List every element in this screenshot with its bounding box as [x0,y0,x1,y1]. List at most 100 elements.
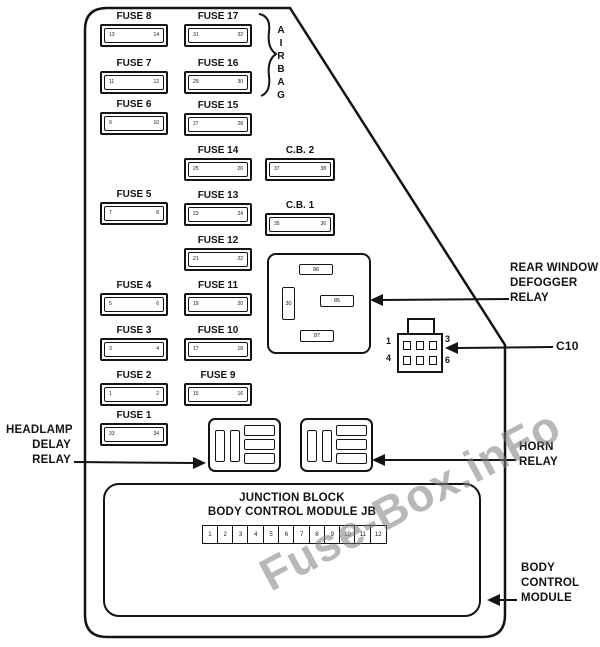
panel-outline [83,6,507,639]
fuse-label: FUSE 17 [197,11,239,22]
jb-terminal: 8 [308,525,326,544]
c10-connector: 1 3 4 6 [383,315,463,377]
relay-slot [244,425,275,436]
fuse-terminal: 4 [156,346,159,352]
breaker-terminal: 35 [274,221,280,227]
jb-terminal: 5 [262,525,280,544]
horn-relay [300,418,373,472]
relay-slot [244,439,275,450]
relay-slot [244,453,275,464]
fuse-label: FUSE 14 [197,145,239,156]
junction-block-title: JUNCTION BLOCK [239,492,345,504]
rear-defogger-arrow [370,294,510,306]
airbag-label: A I R B A G [274,24,288,102]
jb-terminal: 1 [201,525,219,544]
airbag-letter: R [277,51,285,62]
headlamp-delay-callout: HEADLAMP DELAY RELAY [6,423,73,468]
c10-connector-body [397,333,443,373]
c10-pin-number: 6 [445,355,451,365]
airbag-brace [258,13,278,97]
fuse-terminal: 10 [153,120,159,126]
fuse-label: FUSE 10 [197,325,239,336]
callout-line: DEFOGGER [510,277,578,289]
jb-terminal: 3 [232,525,249,544]
c10-callout: C10 [556,339,579,353]
fuse-terminal: 31 [193,32,199,38]
jb-terminal: 9 [323,525,341,544]
fuse-label: FUSE 1 [116,410,152,421]
fuse-17: FUSE 17 31 32 [184,11,252,47]
breaker-label: C.B. 2 [285,145,315,156]
fuse-terminal: 18 [237,346,243,352]
fuse-terminal: 8 [156,210,159,216]
fuse-terminal: 32 [237,32,243,38]
fuse-terminal: 20 [237,301,243,307]
breaker-body: 37 38 [265,158,335,181]
c10-arrow [445,342,554,354]
horn-relay-callout: HORN RELAY [519,440,558,470]
fuse-terminal: 19 [193,301,199,307]
c10-pin [429,341,437,350]
relay-pin-number: 86 [312,266,320,273]
headlamp-relay-arrow [73,457,206,469]
fuse-terminal: 14 [153,32,159,38]
fuse-terminal: 2 [156,391,159,397]
bcm-arrow [487,594,517,606]
relay-slot [230,430,240,462]
fuse-terminal: 16 [237,391,243,397]
relay-slot [307,430,317,462]
fuse-body: 31 32 [184,24,252,47]
junction-block: JUNCTION BLOCK BODY CONTROL MODULE JB 1 … [103,483,481,617]
headlamp-delay-relay [208,418,281,472]
airbag-letter: I [279,38,283,49]
breaker-terminal: 38 [320,166,326,172]
jb-terminal: 11 [354,525,372,544]
fuse-label: FUSE 13 [197,190,239,201]
relay-slot: 85 [320,295,354,307]
junction-block-subtitle: BODY CONTROL MODULE JB [207,506,377,518]
fuse-label: FUSE 7 [116,58,152,69]
relay-slot [322,430,332,462]
fuse-label: FUSE 12 [197,235,239,246]
jb-terminal: 7 [293,525,311,544]
fuse-label: FUSE 8 [116,11,152,22]
fuse-terminal: 27 [193,121,199,127]
airbag-letter: A [277,25,285,36]
bcm-callout: BODY CONTROL MODULE [521,561,579,606]
c10-pin [429,356,437,365]
callout-line: REAR WINDOW [510,262,599,274]
fuse-label: FUSE 16 [197,58,239,69]
breaker-terminal: 37 [274,166,280,172]
relay-slot [336,439,367,450]
fuse-terminal: 23 [193,211,199,217]
fuse-label: FUSE 2 [116,370,152,381]
relay-pin-number: 87 [313,333,321,339]
airbag-letter: B [277,64,285,75]
callout-line: CONTROL [521,577,580,589]
fuse-terminal: 3 [109,346,112,352]
jb-terminal: 10 [339,525,356,544]
jb-terminal: 2 [216,525,234,544]
